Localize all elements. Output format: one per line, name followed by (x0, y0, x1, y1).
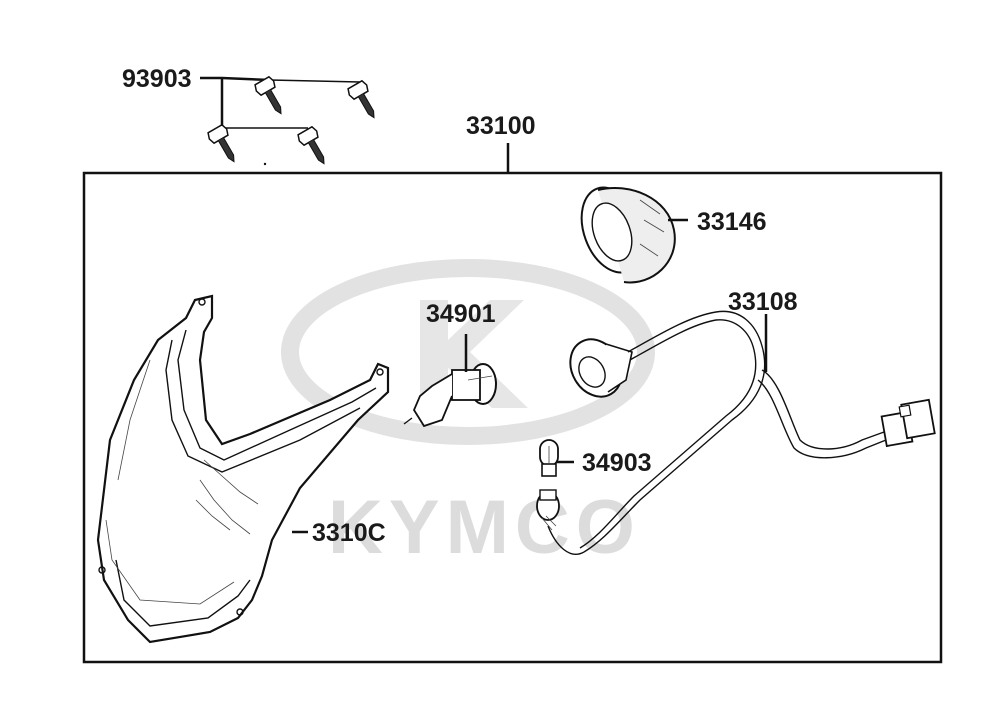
label-bulb-small: 34903 (582, 449, 652, 477)
screw-icon (254, 75, 282, 115)
label-screws: 93903 (122, 65, 192, 93)
assembly-frame (82, 171, 943, 664)
main-bulb (403, 363, 497, 428)
screw-icon (207, 123, 235, 163)
screw-icon (297, 125, 325, 165)
label-assembly: 33100 (466, 112, 536, 140)
label-bulb-main: 34901 (426, 300, 496, 328)
watermark-brand-text: KYMCO (328, 485, 641, 570)
screw-icon (347, 79, 375, 119)
headlight-lens (96, 294, 390, 644)
label-lens: 3310C (312, 519, 386, 547)
label-socket-cover: 33146 (697, 208, 767, 236)
screws-group: 93903 (122, 65, 375, 165)
wiring-harness (536, 310, 936, 555)
small-bulb (539, 439, 559, 477)
kymco-watermark: KYMCO (281, 259, 655, 570)
label-harness: 33108 (728, 288, 798, 316)
socket-cover (580, 186, 676, 284)
